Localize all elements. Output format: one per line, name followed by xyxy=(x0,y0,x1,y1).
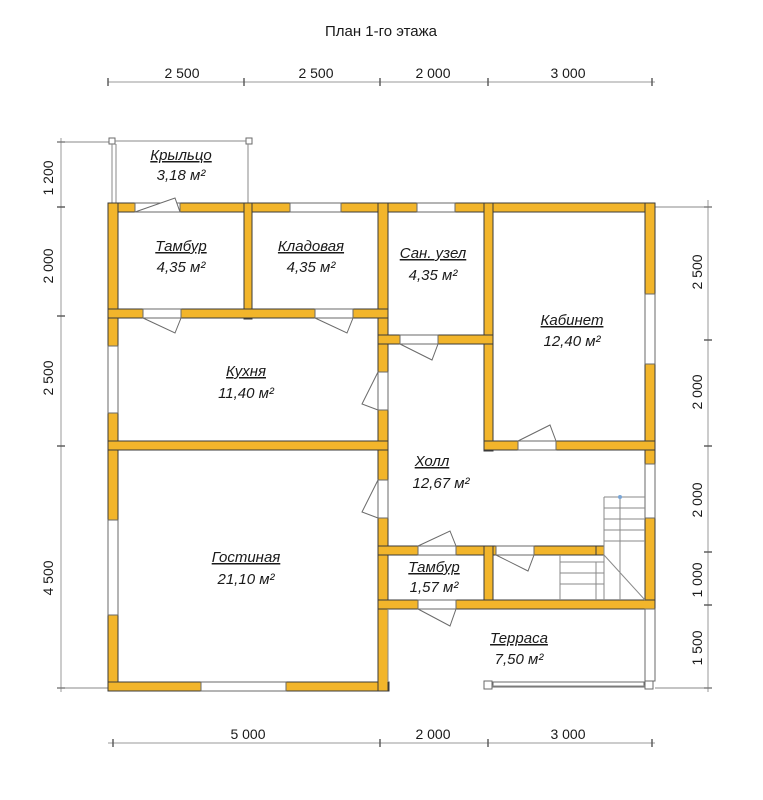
door-vestibule xyxy=(142,317,182,334)
dim-top-3: 2 000 xyxy=(415,65,450,81)
room-bathroom-name: Сан. узел xyxy=(400,245,467,262)
staircase xyxy=(559,495,646,601)
door-bathroom xyxy=(399,343,439,361)
door-living xyxy=(361,479,379,519)
dim-right-3: 2 000 xyxy=(689,482,705,517)
window-living-bottom xyxy=(200,681,287,692)
door-vestibule-lower xyxy=(417,530,457,547)
room-vestibule-lower-name: Тамбур xyxy=(408,559,459,576)
room-terrace-area: 7,50 м² xyxy=(495,651,545,668)
dim-top-2: 2 500 xyxy=(298,65,333,81)
room-pantry-name: Кладовая xyxy=(278,238,344,255)
dim-bottom-2: 2 000 xyxy=(415,726,450,742)
door-kitchen xyxy=(361,371,379,411)
dim-right-1: 2 500 xyxy=(689,254,705,289)
room-pantry-area: 4,35 м² xyxy=(287,259,337,276)
window-pantry xyxy=(289,202,342,213)
room-kitchen-name: Кухня xyxy=(226,363,266,380)
room-vestibule-name: Тамбур xyxy=(155,238,206,255)
dim-left-4: 4 500 xyxy=(40,560,56,595)
window-living-side xyxy=(107,519,119,616)
window-hall xyxy=(644,463,656,519)
window-terrace-side xyxy=(644,608,656,682)
dimension-lines xyxy=(57,78,712,747)
room-kitchen-area: 11,40 м² xyxy=(218,385,275,402)
window-kitchen xyxy=(107,345,119,414)
door-pantry xyxy=(314,317,354,334)
room-hall-area: 12,67 м² xyxy=(413,475,471,492)
window-study xyxy=(644,293,656,365)
room-porch-area: 3,18 м² xyxy=(157,167,207,184)
stair-marker xyxy=(618,495,622,499)
dim-left-3: 2 500 xyxy=(40,360,56,395)
room-vestibule-area: 4,35 м² xyxy=(157,259,207,276)
door-stairs xyxy=(495,554,535,572)
window-bathroom xyxy=(416,202,456,213)
room-study-area: 12,40 м² xyxy=(544,333,602,350)
room-living-name: Гостиная xyxy=(212,549,281,566)
door-terrace xyxy=(417,608,457,627)
dim-left-1: 1 200 xyxy=(40,160,56,195)
room-vestibule-lower-area: 1,57 м² xyxy=(410,579,460,596)
room-porch-name: Крыльцо xyxy=(150,147,212,164)
plan-title: План 1-го этажа xyxy=(325,23,438,40)
room-labels: Крыльцо 3,18 м² Тамбур 4,35 м² Кладовая … xyxy=(150,147,603,668)
room-bathroom-area: 4,35 м² xyxy=(409,267,459,284)
dim-bottom-1: 5 000 xyxy=(230,726,265,742)
dim-top-1: 2 500 xyxy=(164,65,199,81)
dim-left-2: 2 000 xyxy=(40,248,56,283)
room-living-area: 21,10 м² xyxy=(217,571,276,588)
room-terrace-name: Терраса xyxy=(490,630,548,647)
terrace-railing xyxy=(492,681,645,688)
dim-right-2: 2 000 xyxy=(689,374,705,409)
room-study-name: Кабинет xyxy=(541,312,604,329)
room-hall-name: Холл xyxy=(414,453,450,470)
dim-top-4: 3 000 xyxy=(550,65,585,81)
doors xyxy=(134,197,557,627)
terrace-outline xyxy=(387,609,654,690)
door-porch xyxy=(134,197,181,213)
walls xyxy=(107,202,656,692)
dim-right-4: 1 000 xyxy=(689,562,705,597)
dim-right-5: 1 500 xyxy=(689,630,705,665)
dim-bottom-3: 3 000 xyxy=(550,726,585,742)
porch-outline xyxy=(108,137,253,203)
windows xyxy=(107,202,656,692)
door-study xyxy=(517,424,557,442)
